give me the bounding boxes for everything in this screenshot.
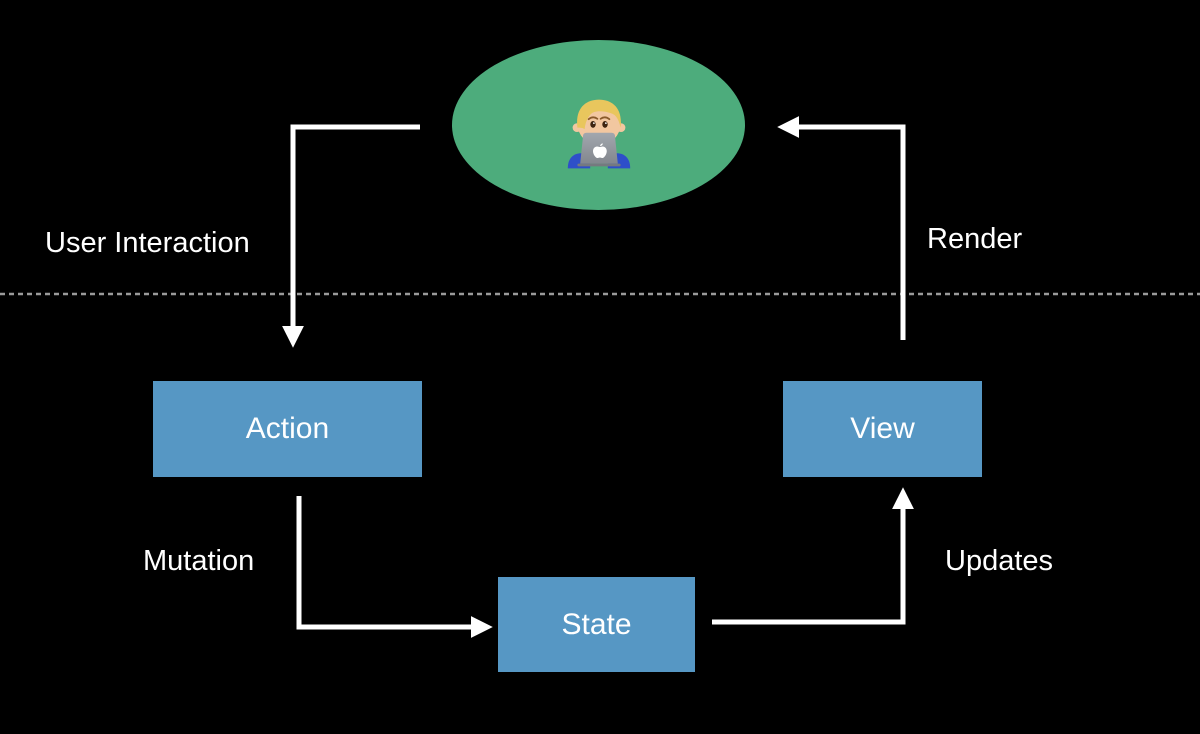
edge-label-render: Render [927, 223, 1023, 255]
node-view: View [783, 381, 982, 477]
node-user [452, 40, 745, 210]
arrow-view-to-user [777, 115, 906, 340]
arrow-user-to-action [281, 124, 420, 348]
node-view-label: View [850, 412, 915, 445]
node-state: State [498, 577, 695, 672]
person-technologist-icon [567, 99, 630, 169]
node-action-label: Action [245, 412, 330, 445]
arrow-state-to-view [712, 487, 915, 625]
node-action: Action [153, 381, 422, 477]
node-state-label: State [561, 607, 632, 641]
edge-label-updates: Updates [945, 545, 1054, 577]
arrow-action-to-state [296, 496, 493, 639]
edge-label-mutation: Mutation [143, 545, 255, 577]
edge-label-user-interaction: User Interaction [45, 227, 250, 259]
